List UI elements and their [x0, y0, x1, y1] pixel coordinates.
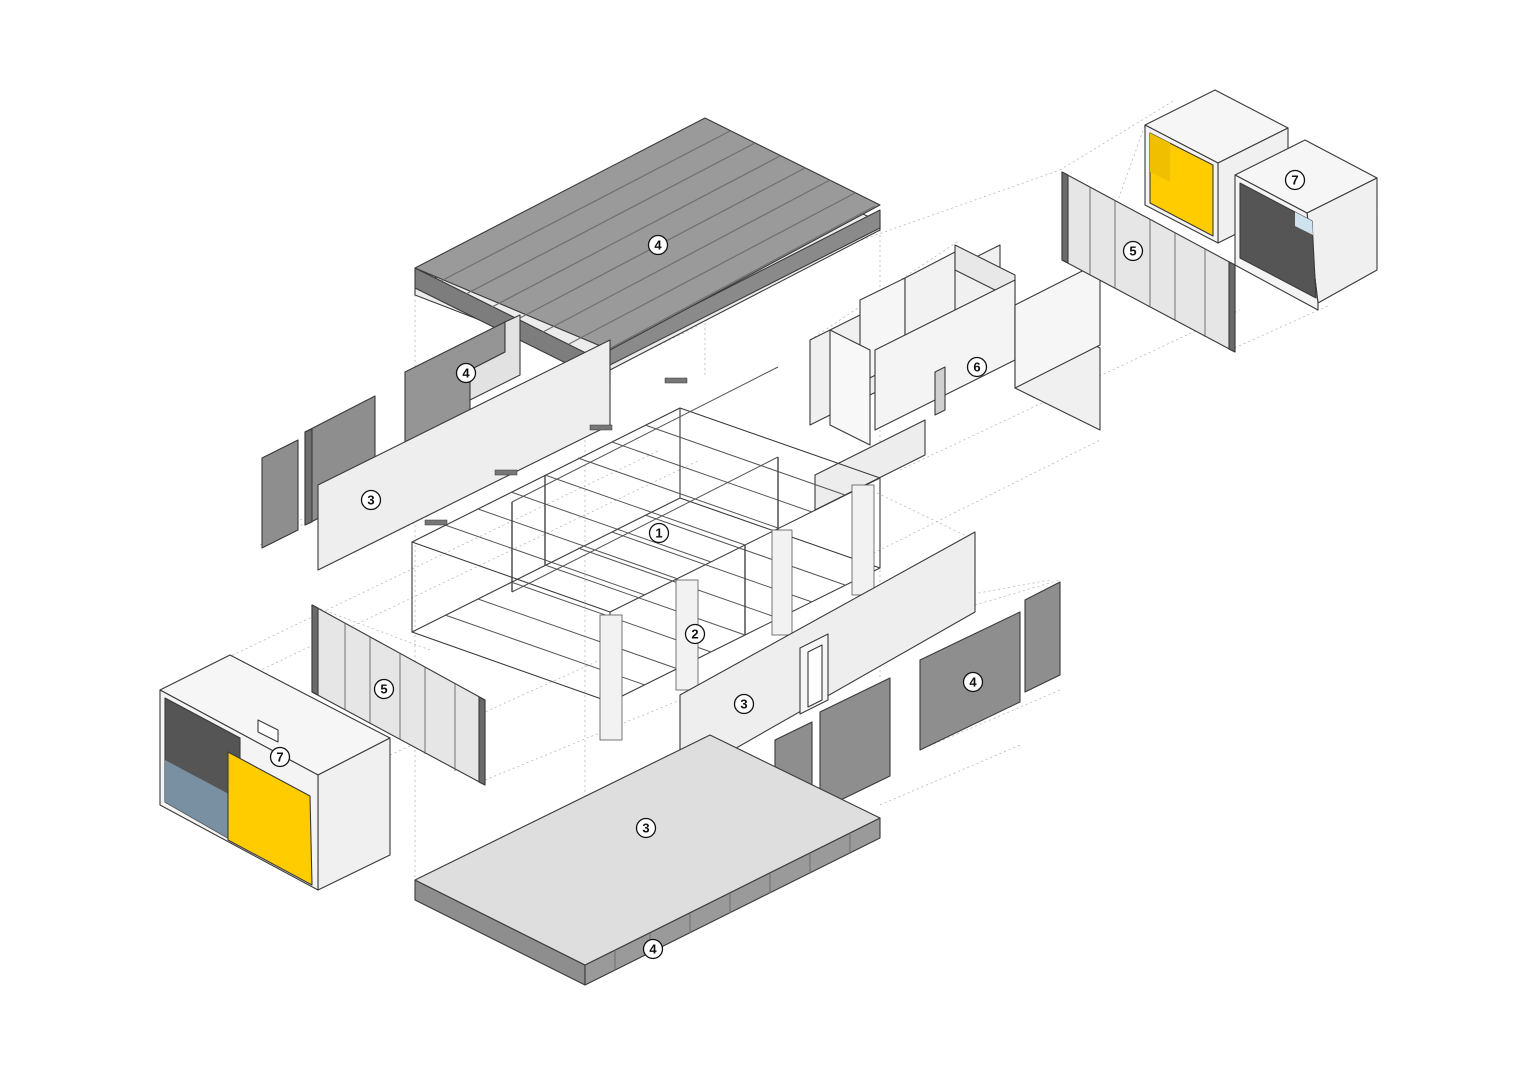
callout-roof: 4	[647, 234, 669, 256]
callout-glazing-right-label: 5	[1129, 244, 1136, 259]
pod-right-front	[1234, 139, 1378, 311]
frame-connectors	[424, 377, 688, 526]
callout-partitions-label: 6	[973, 360, 980, 375]
callout-side-wall-left-label: 3	[367, 493, 374, 508]
callout-roof-label: 4	[654, 238, 662, 253]
door-opening	[807, 644, 823, 708]
callout-glazing-left-label: 5	[380, 682, 387, 697]
callout-floor-base: 4	[642, 938, 664, 960]
callout-pod-left-label: 7	[276, 750, 283, 765]
side-panel-left-outer	[261, 439, 299, 549]
callout-frame: 1	[648, 522, 670, 544]
side-panel-left-edge	[304, 428, 313, 526]
callout-side-wall-left: 3	[360, 489, 382, 511]
callout-glazing-right: 5	[1122, 240, 1144, 262]
interior-partitions	[809, 244, 1101, 511]
glazing-panel-right	[1061, 171, 1236, 353]
pod-left	[159, 654, 391, 891]
callout-glazing-left: 5	[373, 678, 395, 700]
callout-pod-left: 7	[269, 746, 291, 768]
callout-columns: 2	[684, 623, 706, 645]
callout-frame-label: 1	[655, 526, 662, 541]
callout-back-panel-label: 4	[462, 366, 470, 381]
glazing-panel-left	[311, 604, 486, 786]
column-bundles	[599, 484, 875, 741]
callout-pod-right-label: 7	[1291, 173, 1298, 188]
callout-columns-label: 2	[691, 627, 698, 642]
back-wall-panel-light	[469, 314, 521, 401]
callout-front-wall-label: 3	[740, 697, 747, 712]
right-panel-narrow	[1024, 581, 1061, 693]
callout-front-wall: 3	[733, 693, 755, 715]
callout-pod-right: 7	[1284, 169, 1306, 191]
callout-floor-label: 3	[642, 821, 649, 836]
callout-right-panel-label: 4	[969, 675, 977, 690]
front-panel-large	[819, 677, 891, 811]
callout-back-panel: 4	[455, 362, 477, 384]
callout-partitions: 6	[966, 356, 988, 378]
roof-top	[414, 117, 881, 351]
callout-floor: 3	[635, 817, 657, 839]
roof-assembly	[414, 117, 881, 386]
callout-right-panel: 4	[962, 671, 984, 693]
callout-floor-base-label: 4	[649, 942, 657, 957]
pod-right-back	[1144, 89, 1289, 244]
